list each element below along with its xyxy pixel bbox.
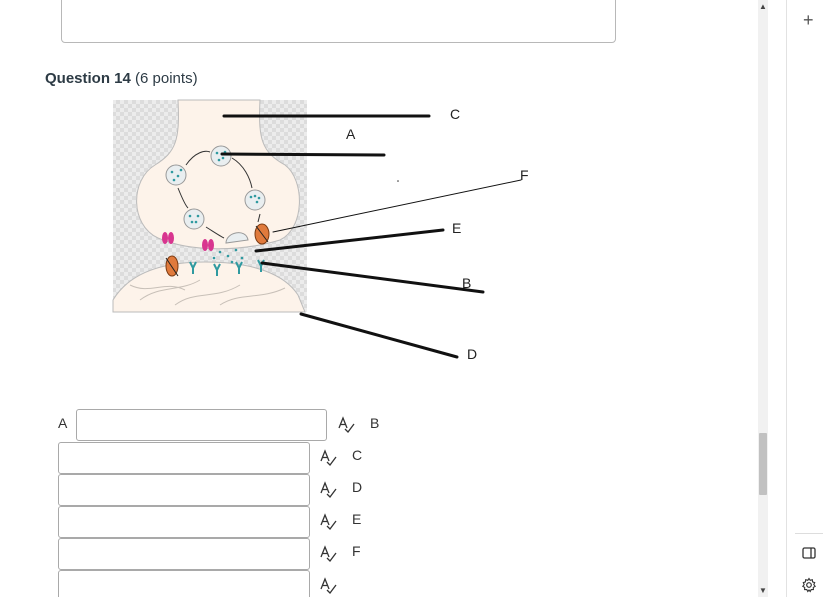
answer-label-f: F	[352, 543, 361, 559]
spellcheck-icon[interactable]	[319, 577, 337, 595]
postsynaptic-texture	[129, 279, 286, 306]
vesicles	[165, 145, 266, 244]
answer-input-a[interactable]	[76, 409, 327, 441]
question-number: Question 14	[45, 70, 131, 87]
diagram-label-d: D	[467, 346, 478, 362]
diagram-label-a: A	[346, 126, 356, 142]
gear-icon[interactable]	[801, 577, 817, 593]
label-lines	[220, 114, 522, 359]
main-content: Question 14 (6 points)	[0, 0, 616, 597]
sidebar-panel-icon[interactable]	[801, 545, 817, 561]
spellcheck-icon[interactable]	[319, 545, 337, 563]
panel-divider	[795, 533, 823, 534]
diagram-label-b: B	[462, 275, 472, 291]
scroll-down-arrow-icon[interactable]: ▼	[759, 586, 767, 595]
vertical-scrollbar[interactable]: ▲ ▼	[758, 0, 768, 597]
presynaptic-terminal	[136, 99, 300, 250]
diagram-label-f: F	[520, 167, 529, 183]
neurotransmitter-dots	[170, 150, 261, 264]
spellcheck-icon[interactable]	[337, 416, 355, 434]
cycle-arrows	[177, 150, 261, 239]
right-side-panel: +	[786, 0, 830, 597]
transporter-marks	[165, 225, 269, 277]
answer-label-e: E	[352, 511, 362, 527]
postsynaptic-membrane	[112, 261, 306, 313]
scrollbar-thumb[interactable]	[759, 433, 767, 495]
answer-input-d[interactable]	[58, 506, 310, 538]
diagram-label-c: C	[450, 106, 461, 122]
question-title: Question 14 (6 points)	[45, 70, 198, 87]
answer-input-c[interactable]	[58, 474, 310, 506]
answer-label-c: C	[352, 447, 363, 463]
spellcheck-icon[interactable]	[319, 513, 337, 531]
answer-label-a: A	[58, 415, 68, 431]
diagram-label-e: E	[452, 220, 462, 236]
answer-label-d: D	[352, 479, 363, 495]
question-points: (6 points)	[135, 70, 198, 87]
synapse-diagram: C A F E B D	[0, 95, 560, 375]
spellcheck-icon[interactable]	[319, 481, 337, 499]
answer-input-b[interactable]	[58, 442, 310, 474]
scroll-up-arrow-icon[interactable]: ▲	[759, 2, 767, 11]
answer-label-b: B	[370, 415, 380, 431]
spellcheck-icon[interactable]	[319, 449, 337, 467]
pink-channels	[162, 232, 214, 251]
previous-answer-box[interactable]	[61, 0, 616, 43]
synapse-illustration	[112, 99, 522, 359]
plus-icon[interactable]: +	[803, 10, 814, 30]
answer-input-f[interactable]	[58, 570, 310, 597]
answer-input-e[interactable]	[58, 538, 310, 570]
